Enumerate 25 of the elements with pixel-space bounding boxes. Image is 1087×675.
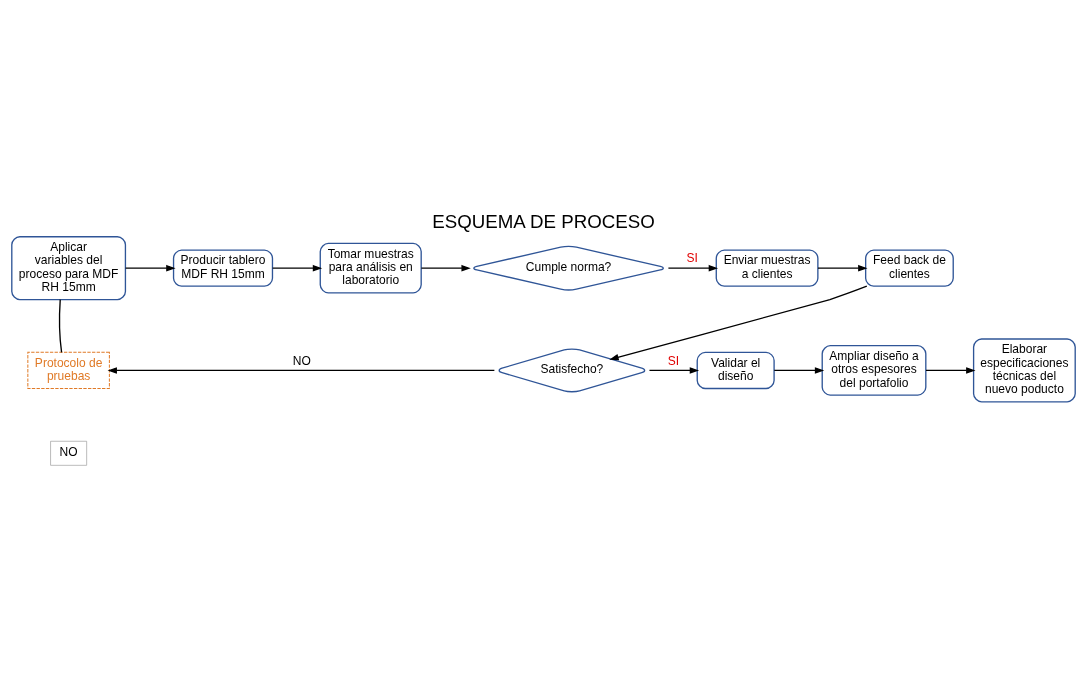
- node-box: Tomar muestras para análisis en laboratorio: [319, 242, 422, 294]
- node-box: Enviar muestras a clientes: [715, 248, 819, 287]
- diagram-title: ESQUEMA DE PROCESO: [432, 210, 655, 232]
- edge-label: SI: [686, 250, 698, 265]
- arrow: [667, 264, 719, 271]
- node-box: Elaborar especificaciones técnicas del nuevo poducto: [972, 337, 1076, 402]
- arrow: [925, 366, 976, 374]
- arrow: [773, 366, 825, 374]
- node-box: Protocolo de pruebas: [27, 351, 110, 389]
- edge-label: NO: [292, 353, 311, 368]
- arrow: [107, 366, 496, 374]
- node-box: Ampliar diseño a otros espesores del portafolio: [821, 344, 927, 396]
- arrow: [271, 264, 323, 271]
- arrow: [609, 285, 868, 360]
- arrow: [124, 264, 176, 271]
- edge-label: SI: [667, 353, 680, 368]
- arrow: [817, 264, 868, 271]
- arrow: [420, 264, 471, 271]
- label: NO: [59, 444, 78, 459]
- arrow: [648, 366, 700, 374]
- node-box: Feed back de clientes: [865, 248, 954, 287]
- node-box: Producir tablero MDF RH 15mm: [172, 248, 274, 287]
- node-box: Aplicar variables del proceso para MDF RH 15mm: [11, 235, 127, 300]
- node-box: Validar el diseño: [696, 351, 775, 389]
- connector: [58, 298, 63, 353]
